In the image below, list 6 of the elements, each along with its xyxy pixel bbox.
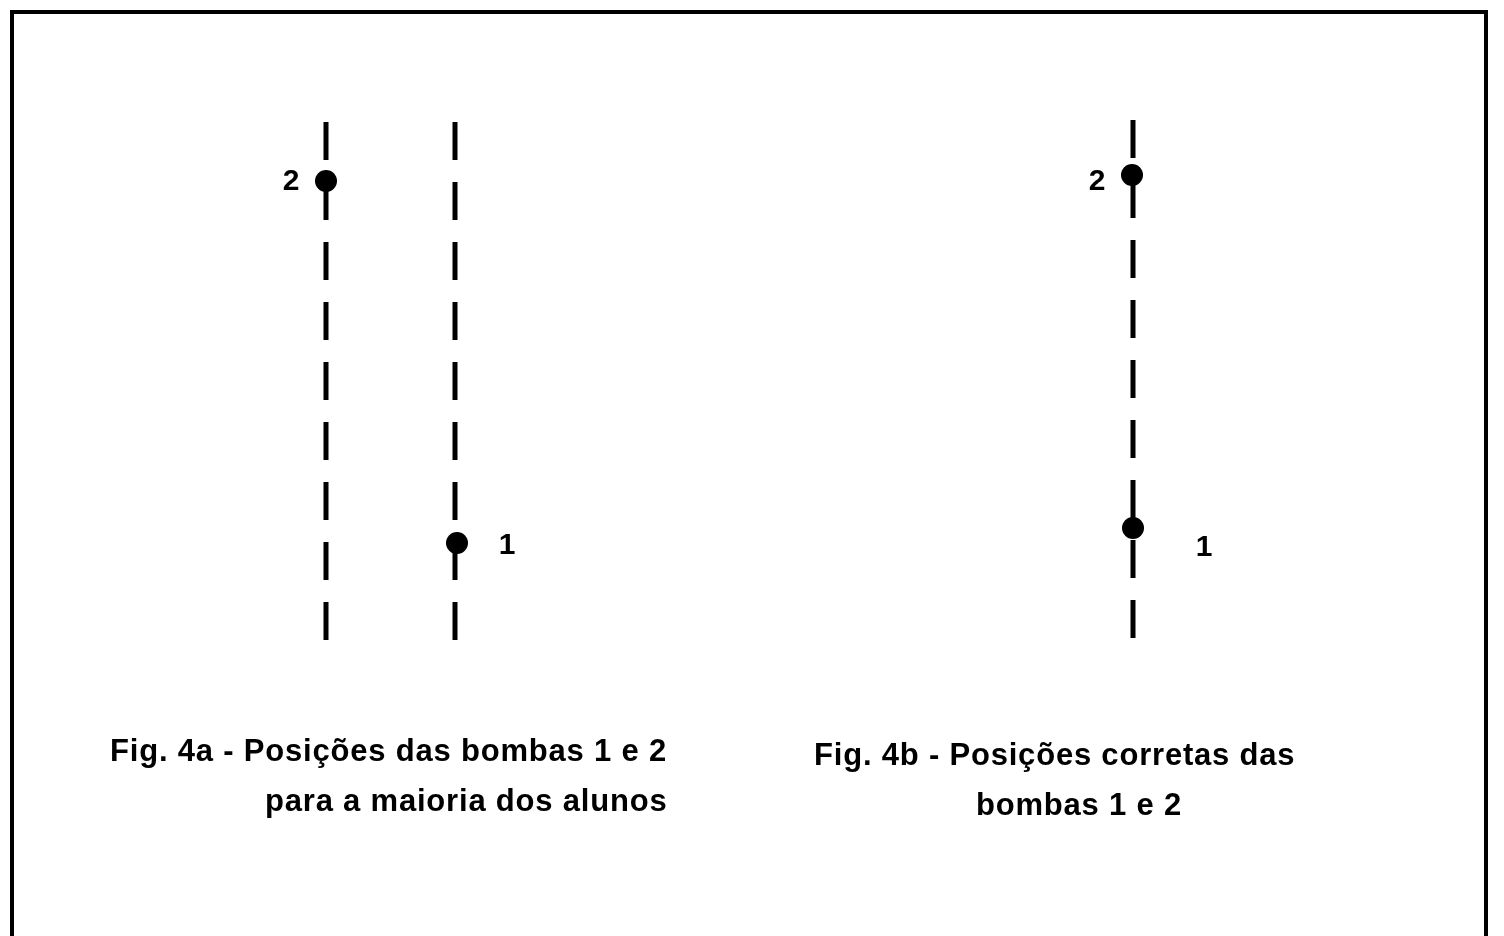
point-label: 2 — [1088, 165, 1106, 195]
point-label: 2 — [282, 165, 300, 195]
point-label: 1 — [1195, 531, 1213, 561]
point-label: 1 — [498, 529, 516, 559]
figure-caption: Fig. 4a - Posições das bombas 1 e 2 para a maioria dos alunos — [110, 732, 669, 820]
figure-caption: Fig. 4b - Posições corretas das bombas 1 e 2 — [814, 736, 1297, 824]
